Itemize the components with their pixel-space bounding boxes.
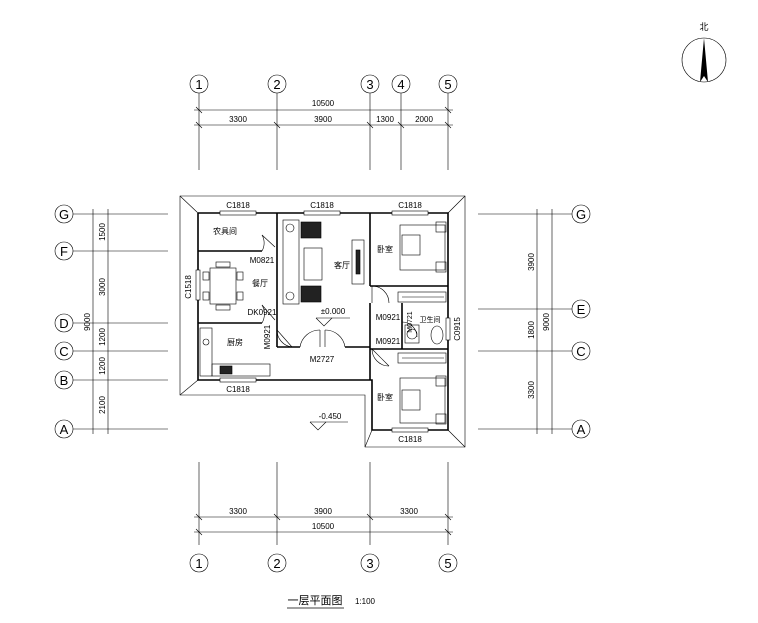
left-extension-lines [73,209,168,434]
doors [261,234,418,367]
tag-door-bath: M0721 [407,311,414,333]
north-label: 北 [699,22,708,32]
top-axis-bubbles [189,74,458,94]
tag-door-entrance: M2727 [310,355,335,364]
right-extension-lines [478,209,572,434]
building-eaves [179,195,466,448]
axis-left-B: B [60,373,69,388]
dim-bottom-seg-3: 3300 [400,507,418,516]
bathroom-fixtures-icon [404,324,444,345]
room-bedroom-bottom: 卧室 [377,392,393,402]
axis-top-1: 1 [195,77,202,92]
tag-door-kitchen: M0921 [263,324,272,349]
axis-bottom-1: 1 [195,556,202,571]
dim-top-seg-1: 3300 [229,115,247,124]
level-floor-label: ±0.000 [321,307,346,316]
axis-bottom-3: 3 [366,556,373,571]
axis-top-2: 2 [273,77,280,92]
dim-bottom-seg-2: 3900 [314,507,332,516]
room-kitchen: 厨房 [227,337,243,347]
axis-right-C: C [576,344,585,359]
bottom-dimension-lines [194,462,453,545]
axis-left-G: G [59,207,69,222]
bottom-axis-bubbles [189,553,458,573]
axis-top-4: 4 [397,77,404,92]
room-bedroom-top: 卧室 [377,244,393,254]
axis-left-D: D [59,316,68,331]
level-mark-outside [309,421,348,431]
tag-window-bottom-right: C1818 [398,435,422,444]
tag-door-storage: M0821 [250,256,275,265]
dim-right-seg-3: 3300 [527,381,536,399]
level-mark-floor [315,317,350,327]
axis-bottom-2: 2 [273,556,280,571]
tag-window-top-right: C1818 [398,201,422,210]
wardrobe-bottom-icon [397,352,447,364]
dining-table-icon [202,261,244,311]
dim-left-seg-3: 1200 [98,328,107,346]
level-outside-label: -0.450 [319,412,342,421]
axis-top-5: 5 [444,77,451,92]
sofa-set-icon [282,219,323,305]
dim-right-seg-1: 3900 [527,253,536,271]
room-dining: 餐厅 [252,279,268,288]
axis-top-3: 3 [366,77,373,92]
windows [195,210,451,433]
tag-door-bed-bottom: M0921 [376,337,401,346]
dim-top-seg-3: 1300 [376,115,394,124]
axis-left-F: F [60,244,68,259]
axis-right-E: E [577,302,586,317]
top-dimension-lines [194,106,453,129]
dim-bottom-seg-1: 3300 [229,507,247,516]
dim-left-seg-5: 2100 [98,396,107,414]
dim-top-seg-2: 3900 [314,115,332,124]
dim-top-seg-4: 2000 [415,115,433,124]
exterior-walls [197,212,449,431]
top-extension-lines [198,93,449,170]
axis-right-G: G [576,207,586,222]
dim-left-seg-1: 1500 [98,223,107,241]
bed-top-icon [399,221,447,273]
drawing-title: 一层平面图 [288,594,343,607]
dim-left-seg-2: 3000 [98,278,107,296]
dim-left-seg-4: 1200 [98,357,107,375]
tag-window-left: C1518 [184,275,193,299]
tag-door-dining: DK0921 [248,308,277,317]
axis-right-A: A [577,422,586,437]
kitchen-counter-icon [199,327,271,377]
tag-window-top-mid: C1818 [310,201,334,210]
tag-window-top-left: C1818 [226,201,250,210]
tv-cabinet-icon [351,239,365,285]
dim-bottom-total: 10500 [312,522,335,531]
dim-left-total: 9000 [83,313,92,331]
tag-door-bed-top: M0921 [376,313,401,322]
room-storage: 农具间 [213,226,237,236]
tag-window-bath: C0915 [453,317,462,341]
axis-left-A: A [60,422,69,437]
interior-walls [198,213,448,380]
bed-bottom-icon [399,375,447,425]
axis-left-C: C [59,344,68,359]
drawing-scale: 1:100 [355,597,376,606]
dim-top-total: 10500 [312,99,335,108]
room-bathroom: 卫生间 [420,315,441,324]
dim-right-seg-2: 1800 [527,321,536,339]
axis-bottom-5: 5 [444,556,451,571]
room-living: 客厅 [334,260,350,270]
wardrobe-top-icon [397,291,447,303]
tag-window-bottom-left: C1818 [226,385,250,394]
north-arrow-icon [681,37,727,83]
right-axis-bubbles [571,204,591,439]
dim-right-total: 9000 [542,313,551,331]
